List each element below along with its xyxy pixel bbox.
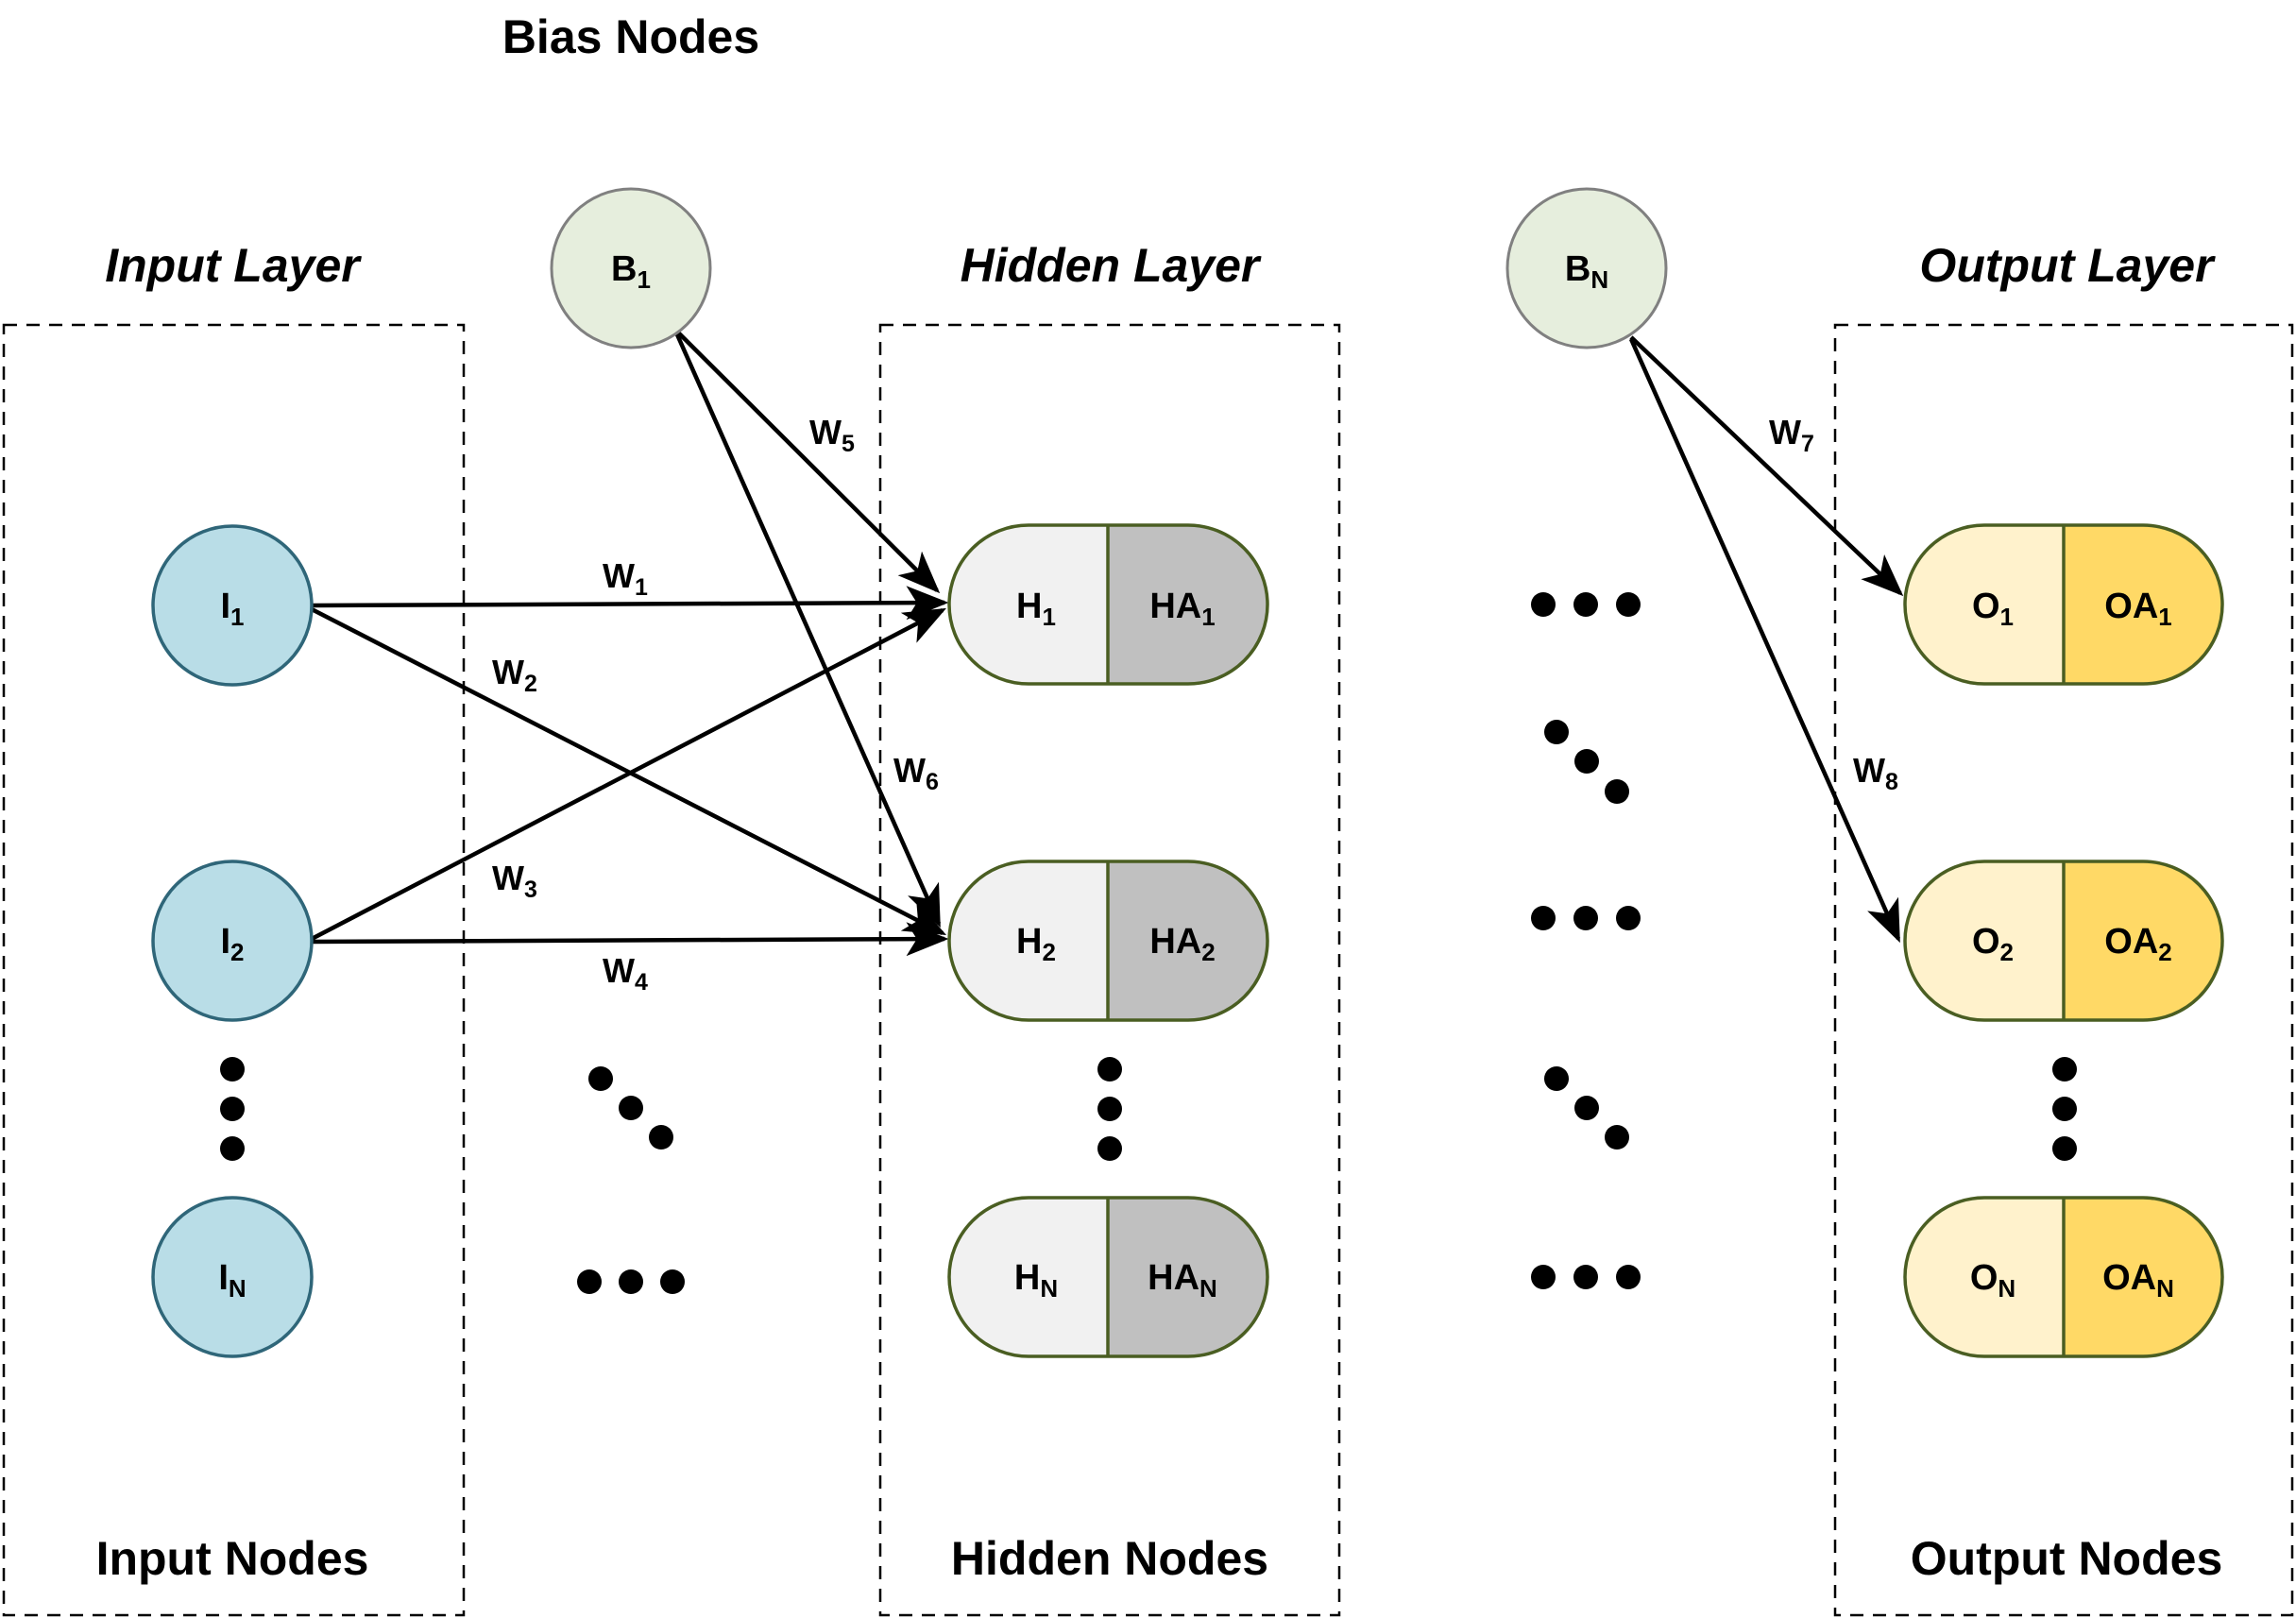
output-node-right-half [2064, 525, 2222, 684]
output-node-left-label: O1 [1972, 587, 2014, 631]
weight-label-w8: W8 [1853, 751, 1898, 795]
ellipsis-horizontal-middle-3 [1531, 1265, 1641, 1289]
weight-label-w7: W7 [1769, 413, 1814, 457]
bias-node-circle [1505, 187, 1668, 349]
input-node-circle [151, 860, 314, 1022]
hidden-node-right-half [1108, 525, 1267, 684]
hidden-node-right-label: HAN [1148, 1258, 1217, 1303]
output-node-right-label: OA2 [2104, 922, 2171, 966]
ellipsis-horizontal-bias1 [577, 1269, 685, 1294]
weight-label-w6: W6 [893, 751, 939, 795]
output-node-left-label: O2 [1972, 922, 2014, 966]
ellipsis-diagonal-middle-1 [1544, 720, 1629, 804]
edge-w4 [311, 922, 949, 957]
hidden-node-right-label: HA2 [1149, 922, 1215, 966]
hidden-node-left-half [949, 861, 1108, 1020]
output-node-right-label: OA1 [2104, 587, 2171, 631]
input-node-label: IN [218, 1258, 246, 1303]
bias-nodes-header: Bias Nodes [502, 10, 759, 63]
edge-w3 [310, 607, 946, 941]
input-node-i2: I2 [151, 860, 314, 1022]
input-layer-box [2, 323, 466, 1617]
edge-w2 [310, 606, 947, 936]
edge-w8 [1628, 338, 1901, 944]
hidden-node-left-label: H2 [1016, 922, 1056, 966]
input-node-in: IN [151, 1196, 314, 1358]
output-node-right-label: OAN [2102, 1258, 2174, 1303]
output-node-right-half [2064, 1198, 2222, 1356]
input-node-circle [151, 524, 314, 687]
output-node-2: O2 OA2 [1903, 860, 2224, 1022]
input-node-label: I2 [220, 922, 244, 966]
weight-label-w3: W3 [492, 859, 537, 903]
hidden-node-right-half [1108, 861, 1267, 1020]
edge-w1 [311, 586, 949, 621]
ellipsis-diagonal-bias1 [588, 1066, 673, 1150]
input-layer-header: Input Layer [105, 239, 362, 292]
ellipsis-vertical-hidden [1097, 1057, 1122, 1161]
bias-node-label: B1 [611, 249, 651, 294]
ellipsis-vertical-input [220, 1057, 245, 1161]
output-node-right-half [2064, 861, 2222, 1020]
bias-node-b1: B1 [550, 187, 712, 349]
hidden-node-1: H1 HA1 [947, 523, 1269, 686]
hidden-node-right-half [1108, 1198, 1267, 1356]
weight-label-w2: W2 [492, 653, 537, 697]
output-node-1: O1 OA1 [1903, 523, 2224, 686]
edge-w5 [674, 329, 941, 594]
hidden-node-n: HN HAN [947, 1196, 1269, 1358]
bias-node-label: BN [1565, 249, 1608, 294]
weight-label-w4: W4 [603, 951, 648, 996]
hidden-node-left-label: H1 [1016, 587, 1056, 631]
edge-w6 [673, 332, 942, 928]
output-layer-box [1833, 323, 2294, 1617]
weight-label-w5: W5 [809, 413, 855, 457]
ellipsis-diagonal-middle-2 [1544, 1066, 1629, 1150]
hidden-node-left-half [949, 1198, 1108, 1356]
hidden-nodes-footer: Hidden Nodes [951, 1532, 1268, 1585]
output-node-left-half [1905, 861, 2064, 1020]
hidden-node-right-label: HA1 [1149, 587, 1215, 631]
hidden-node-left-half [949, 525, 1108, 684]
hidden-layer-box [878, 323, 1341, 1617]
output-layer-header: Output Layer [1919, 239, 2216, 292]
hidden-layer-header: Hidden Layer [961, 239, 1262, 292]
output-node-left-half [1905, 525, 2064, 684]
hidden-node-left-label: HN [1014, 1258, 1058, 1303]
input-node-circle [151, 1196, 314, 1358]
output-nodes-footer: Output Nodes [1911, 1532, 2223, 1585]
input-node-label: I1 [220, 587, 244, 631]
input-node-i1: I1 [151, 524, 314, 687]
output-node-left-label: ON [1970, 1258, 2015, 1303]
hidden-node-2: H2 HA2 [947, 860, 1269, 1022]
weight-label-w1: W1 [603, 556, 648, 601]
edges [310, 329, 1904, 957]
bias-node-circle [550, 187, 712, 349]
ellipsis-vertical-output [2052, 1057, 2077, 1161]
ellipsis-horizontal-middle-2 [1531, 906, 1641, 930]
edge-w7 [1629, 335, 1904, 597]
output-node-n: ON OAN [1903, 1196, 2224, 1358]
input-nodes-footer: Input Nodes [96, 1532, 369, 1585]
bias-node-bn: BN [1505, 187, 1668, 349]
ellipsis-horizontal-middle-1 [1531, 592, 1641, 617]
output-node-left-half [1905, 1198, 2064, 1356]
